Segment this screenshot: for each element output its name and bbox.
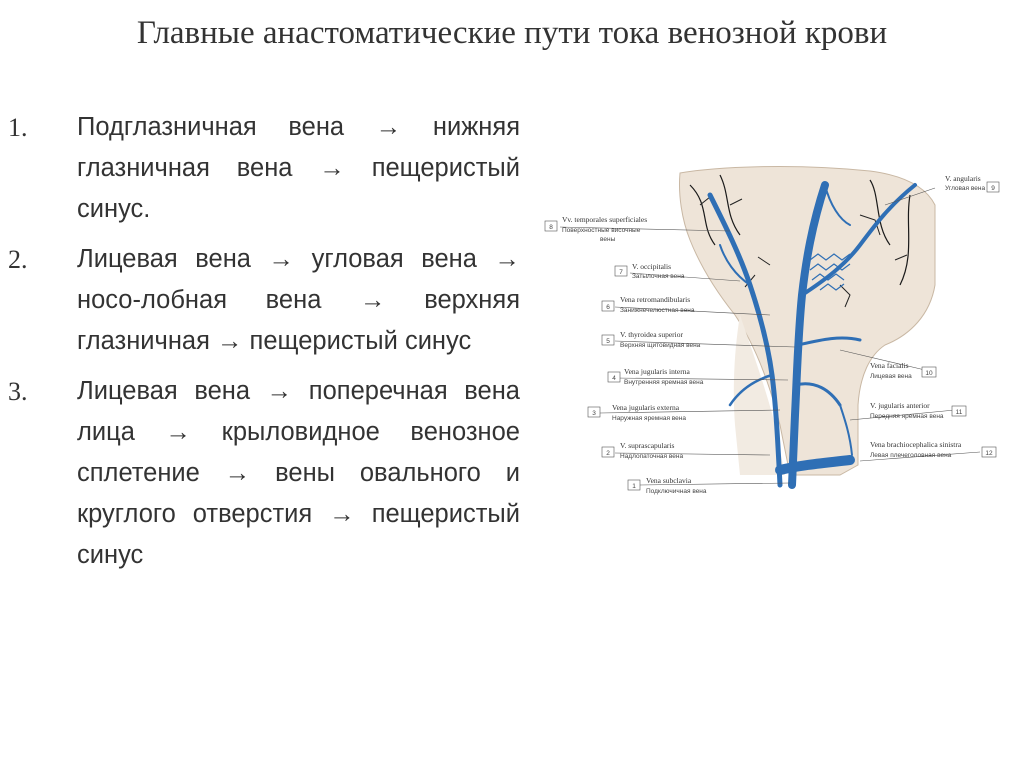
- svg-text:Vena brachiocephalica sinistra: Vena brachiocephalica sinistra: [870, 440, 962, 449]
- svg-text:Угловая вена: Угловая вена: [945, 185, 985, 192]
- svg-text:12: 12: [985, 450, 993, 457]
- label-angularis: V. angularis Угловая вена 9: [945, 174, 1000, 193]
- leader-lines: [559, 187, 981, 486]
- svg-text:Vena facialis: Vena facialis: [870, 361, 909, 370]
- label-jugularis-anterior: V. jugularis anterior Передняя яремная в…: [870, 401, 967, 420]
- svg-text:Передняя яремная вена: Передняя яремная вена: [870, 413, 944, 420]
- slide-title: Главные анастоматические пути тока веноз…: [136, 15, 888, 51]
- figure-labels-right: V. angularis Угловая вена 9 Vena faciali…: [870, 174, 1000, 459]
- item-number: 1.: [8, 113, 28, 142]
- item-text: Лицевая вена → угловая вена → носо-лобна…: [77, 245, 520, 355]
- label-occipitalis: 7 V. occipitalis Затылочная вена: [614, 262, 685, 280]
- label-temporales: 8 Vv. temporales superficiales Поверхнос…: [544, 215, 647, 243]
- svg-text:3: 3: [592, 410, 596, 417]
- svg-text:Внутренняя яремная вена: Внутренняя яремная вена: [624, 379, 704, 386]
- svg-text:9: 9: [991, 185, 995, 192]
- svg-text:4: 4: [612, 375, 616, 382]
- svg-text:7: 7: [619, 269, 623, 276]
- svg-text:Поверхностные височные: Поверхностные височные: [562, 227, 641, 234]
- svg-text:Vv. temporales superficiales: Vv. temporales superficiales: [562, 215, 647, 224]
- svg-text:вены: вены: [600, 236, 616, 243]
- item-number: 3.: [8, 377, 28, 406]
- item-text: Подглазничная вена → нижняя глазничная в…: [77, 113, 520, 223]
- svg-text:10: 10: [925, 370, 933, 377]
- list-item: 3. Лицевая вена → поперечная вена лица →…: [8, 371, 520, 576]
- svg-text:Занижнечелюстная вена: Занижнечелюстная вена: [620, 307, 695, 314]
- svg-text:V. angularis: V. angularis: [945, 174, 981, 183]
- svg-text:11: 11: [956, 409, 963, 416]
- svg-text:Наружная яремная вена: Наружная яремная вена: [612, 415, 686, 422]
- label-jugularis-interna: 4 Vena jugularis interna Внутренняя ярем…: [607, 367, 704, 386]
- svg-text:Подключичная вена: Подключичная вена: [646, 488, 707, 495]
- label-suprascapularis: 2 V. suprascapularis Надлопаточная вена: [601, 441, 683, 460]
- veins: [707, 181, 917, 489]
- label-subclavia: 1 Vena subclavia Подключичная вена: [627, 476, 707, 495]
- svg-text:V. suprascapularis: V. suprascapularis: [620, 441, 675, 450]
- svg-text:Надлопаточная вена: Надлопаточная вена: [620, 453, 683, 460]
- pterygoid-plexus: [809, 253, 851, 291]
- svg-text:Vena retromandibularis: Vena retromandibularis: [620, 295, 690, 304]
- svg-text:V. thyroidea superior: V. thyroidea superior: [620, 330, 683, 339]
- list-item: 2. Лицевая вена → угловая вена → носо-ло…: [8, 239, 520, 362]
- svg-text:Vena jugularis interna: Vena jugularis interna: [624, 367, 690, 376]
- label-brachiocephalica: Vena brachiocephalica sinistra Левая пле…: [870, 440, 997, 459]
- label-facialis: Vena facialis Лицевая вена 10: [870, 361, 937, 380]
- label-retromandibularis: 6 Vena retromandibularis Занижнечелюстна…: [601, 295, 695, 314]
- svg-text:V. occipitalis: V. occipitalis: [632, 262, 671, 271]
- svg-text:Затылочная вена: Затылочная вена: [632, 273, 685, 280]
- svg-text:2: 2: [606, 450, 610, 457]
- item-text: Лицевая вена → поперечная вена лица → кр…: [77, 377, 520, 569]
- svg-text:Левая плечеголовная вена: Левая плечеголовная вена: [870, 452, 952, 459]
- pathway-list: 1. Подглазничная вена → нижняя глазнична…: [8, 107, 520, 585]
- svg-text:Верхняя щитовидная вена: Верхняя щитовидная вена: [620, 342, 701, 349]
- venous-anatomy-figure: 8 Vv. temporales superficiales Поверхнос…: [544, 166, 1000, 495]
- item-number: 2.: [8, 245, 28, 274]
- list-item: 1. Подглазничная вена → нижняя глазнична…: [8, 107, 520, 230]
- label-thyroidea: 5 V. thyroidea superior Верхняя щитовидн…: [601, 330, 701, 349]
- svg-text:5: 5: [606, 338, 610, 345]
- svg-text:Vena jugularis externa: Vena jugularis externa: [612, 403, 680, 412]
- figure-labels-left: 8 Vv. temporales superficiales Поверхнос…: [544, 215, 707, 495]
- svg-text:V. jugularis anterior: V. jugularis anterior: [870, 401, 930, 410]
- svg-text:Лицевая вена: Лицевая вена: [870, 373, 912, 380]
- svg-text:8: 8: [549, 224, 553, 231]
- svg-text:6: 6: [606, 304, 610, 311]
- svg-text:1: 1: [632, 483, 636, 490]
- label-jugularis-externa: 3 Vena jugularis externa Наружная яремна…: [587, 403, 686, 422]
- svg-text:Vena subclavia: Vena subclavia: [646, 476, 692, 485]
